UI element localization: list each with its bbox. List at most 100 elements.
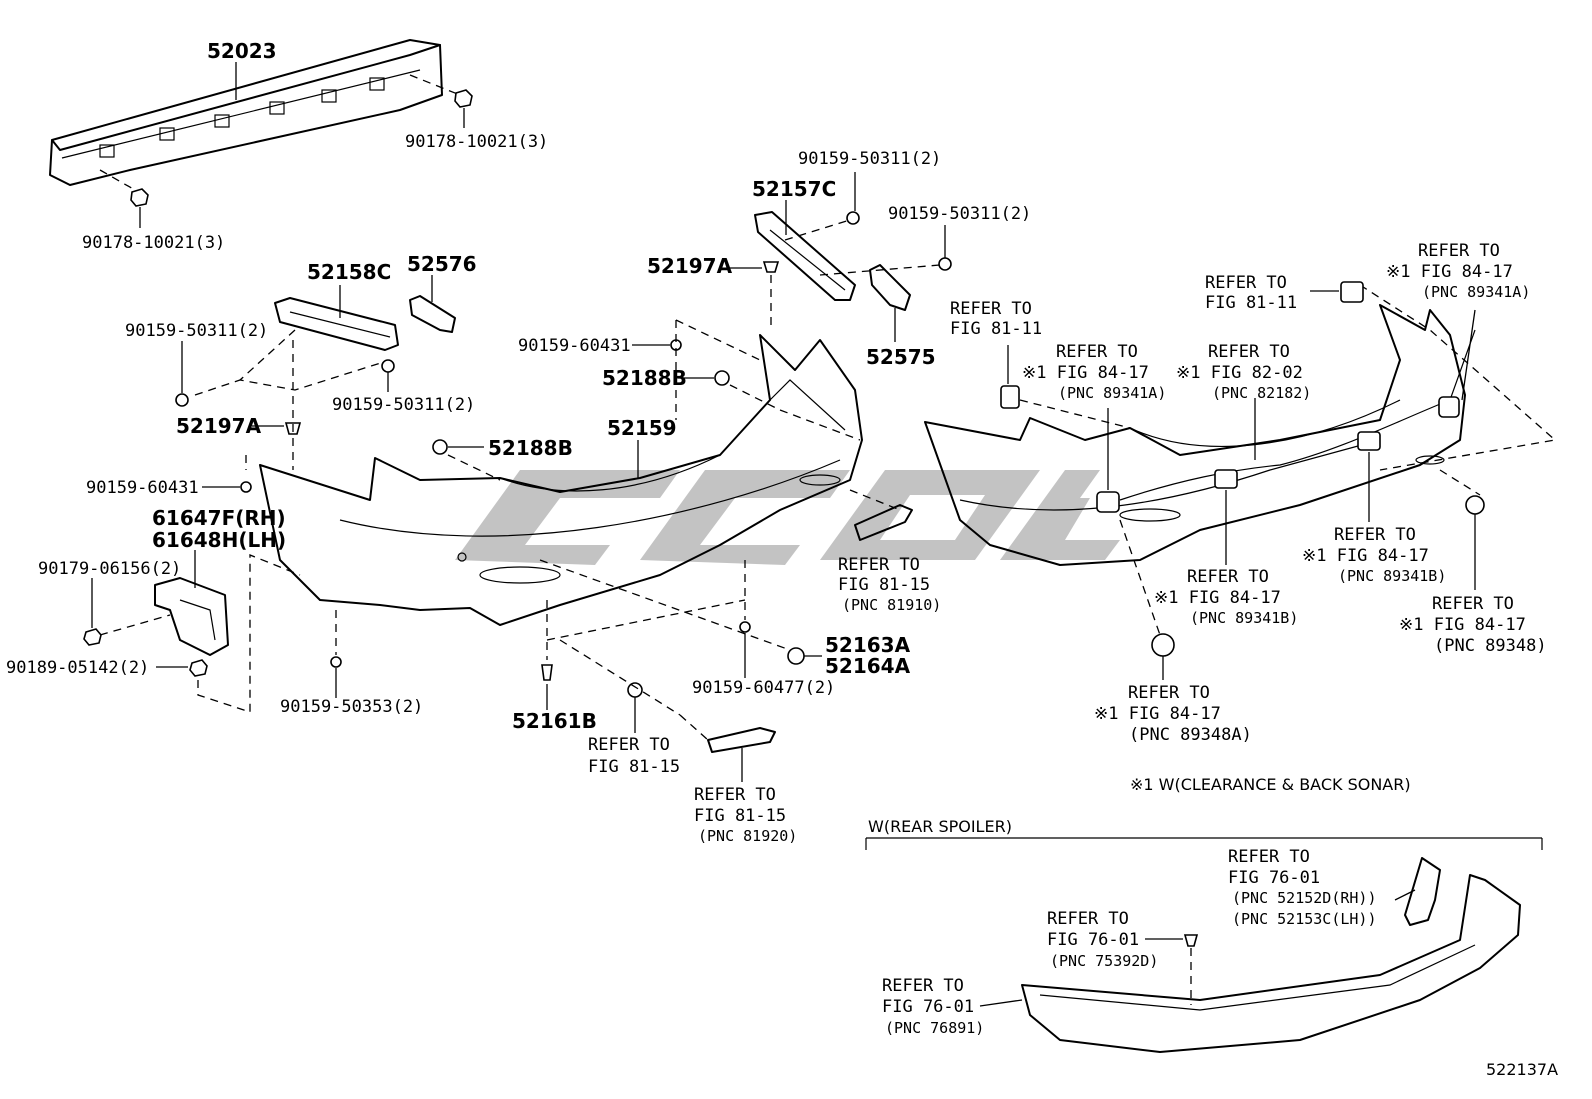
clip-52188b-a-icon[interactable] <box>714 370 730 386</box>
ref-retainer-89348a-3: (PNC 89348A) <box>1129 725 1252 745</box>
label-52023: 52023 <box>207 39 277 63</box>
ref-sonar-fig8111-a-1: REFER TO <box>950 299 1032 319</box>
label-60431-b: 90159-60431 <box>86 478 199 498</box>
ref-sensor-341a-left-3: (PNC 89341A) <box>1058 384 1166 402</box>
label-52163a: 52163A <box>825 633 911 657</box>
reference-labels: REFER TO FIG 81-15 (PNC 81910) REFER TO … <box>588 241 1547 1037</box>
sonar-clip-fig8111-icon[interactable] <box>1000 385 1020 409</box>
screw-left-a-icon[interactable] <box>175 393 189 407</box>
screw-50353-icon[interactable] <box>330 656 342 668</box>
label-52575: 52575 <box>866 345 936 369</box>
ref-retainer-89348-3: (PNC 89348) <box>1434 636 1547 656</box>
ref-spoiler-1: REFER TO <box>882 976 964 996</box>
ref-retainer-89348-1: REFER TO <box>1432 594 1514 614</box>
sensor-341b-mid-icon[interactable] <box>1214 469 1238 489</box>
label-nut-upper-right: 90178-10021(3) <box>405 132 548 152</box>
label-06156: 90179-06156(2) <box>38 559 181 579</box>
reflector-left-drawing[interactable] <box>707 727 776 753</box>
ref-sensor-341b-mid-1: REFER TO <box>1187 567 1269 587</box>
ref-wire-82182-1: REFER TO <box>1208 342 1290 362</box>
spoiler-bracket-drawing[interactable] <box>1404 857 1441 926</box>
screw-top-a-icon[interactable] <box>846 211 860 225</box>
ref-sensor-341b-right-3: (PNC 89341B) <box>1338 567 1446 585</box>
support-52576-drawing[interactable] <box>409 295 456 333</box>
part-number-labels: 52023 90178-10021(3) 90178-10021(3) 5215… <box>6 39 1031 733</box>
ref-reflector-l-3: (PNC 81920) <box>698 827 797 845</box>
label-52158c: 52158C <box>307 260 391 284</box>
label-screw-left-b: 90159-50311(2) <box>332 395 475 415</box>
ref-sensor-341b-mid-3: (PNC 89341B) <box>1190 609 1298 627</box>
retainer-89348-icon[interactable] <box>1465 495 1485 515</box>
nut-05142-icon[interactable] <box>189 659 208 677</box>
spoiler-clip-icon[interactable] <box>1183 934 1199 947</box>
watermark-logo <box>455 470 1120 565</box>
screw-60431-b-icon[interactable] <box>240 481 252 493</box>
label-52157c: 52157C <box>752 177 836 201</box>
ref-lamp-l-2: FIG 81-15 <box>588 757 680 777</box>
ref-retainer-89348-2: ※1 FIG 84-17 <box>1399 615 1526 635</box>
label-52576: 52576 <box>407 252 477 276</box>
ref-reflector-r-2: FIG 81-15 <box>838 575 930 595</box>
ref-spoiler-clip-2: FIG 76-01 <box>1047 930 1139 950</box>
label-52197a-lower: 52197A <box>176 414 262 438</box>
label-screw-top-a: 90159-50311(2) <box>798 149 941 169</box>
label-52159: 52159 <box>607 416 677 440</box>
label-50353: 90159-50353(2) <box>280 697 423 717</box>
clip-52161b-icon[interactable] <box>541 664 553 681</box>
label-61648h: 61648H(LH) <box>152 528 286 552</box>
lamp-left-icon[interactable] <box>627 682 643 698</box>
label-52161b: 52161B <box>512 709 597 733</box>
label-60431-a: 90159-60431 <box>518 336 631 356</box>
label-52188b-b: 52188B <box>488 436 573 460</box>
retainer-52158c-drawing[interactable] <box>274 297 399 351</box>
ref-sonar-fig8111-b-1: REFER TO <box>1205 273 1287 293</box>
reinforcement-beam-drawing[interactable] <box>49 39 443 186</box>
ref-wire-82182-3: (PNC 82182) <box>1212 384 1311 402</box>
ref-retainer-89348a-1: REFER TO <box>1128 683 1210 703</box>
bracket-61647f-drawing[interactable] <box>154 577 229 656</box>
sensor-341b-right-icon[interactable] <box>1357 431 1381 451</box>
sensor-341a-left-icon[interactable] <box>1096 491 1120 513</box>
ref-lamp-l-1: REFER TO <box>588 735 670 755</box>
clip-52188b-b-icon[interactable] <box>432 439 448 455</box>
spacer-52575-drawing[interactable] <box>869 264 911 311</box>
nut-upper-icon[interactable] <box>454 89 473 108</box>
screw-top-b-icon[interactable] <box>938 257 952 271</box>
label-screw-left-a: 90159-50311(2) <box>125 321 268 341</box>
label-52197a-upper: 52197A <box>647 254 733 278</box>
label-nut-lower-left: 90178-10021(3) <box>82 233 225 253</box>
rear-spoiler-drawing[interactable] <box>1021 874 1521 1053</box>
ref-spoiler-bracket-4: (PNC 52153C(LH)) <box>1232 910 1377 928</box>
figure-id: 522137A <box>1486 1060 1558 1079</box>
sensor-341a-right-icon[interactable] <box>1438 396 1460 418</box>
screw-60477-icon[interactable] <box>739 621 751 633</box>
ref-spoiler-bracket-3: (PNC 52152D(RH)) <box>1232 889 1377 907</box>
label-52188b-a: 52188B <box>602 366 687 390</box>
cap-52163a-icon[interactable] <box>787 647 805 665</box>
ref-spoiler-bracket-1: REFER TO <box>1228 847 1310 867</box>
clip-upper-icon[interactable] <box>762 261 780 273</box>
ref-sensor-341b-right-1: REFER TO <box>1334 525 1416 545</box>
reflector-right-drawing[interactable] <box>854 504 913 541</box>
label-61647f: 61647F(RH) <box>152 506 286 530</box>
label-52164a: 52164A <box>825 654 911 678</box>
retainer-52157c-drawing[interactable] <box>754 211 856 301</box>
screw-left-b-icon[interactable] <box>381 359 395 373</box>
notes: ※1 W(CLEARANCE & BACK SONAR) W(REAR SPOI… <box>868 775 1558 1079</box>
ref-reflector-l-2: FIG 81-15 <box>694 806 786 826</box>
ref-sensor-341b-right-2: ※1 FIG 84-17 <box>1302 546 1429 566</box>
ref-spoiler-2: FIG 76-01 <box>882 997 974 1017</box>
ref-sensor-341a-left-1: REFER TO <box>1056 342 1138 362</box>
bolt-06156-icon[interactable] <box>83 628 102 646</box>
bumper-cover-52159-drawing[interactable] <box>259 334 863 626</box>
label-screw-top-b: 90159-50311(2) <box>888 204 1031 224</box>
ref-spoiler-clip-1: REFER TO <box>1047 909 1129 929</box>
ref-reflector-r-3: (PNC 81910) <box>842 596 941 614</box>
ref-spoiler-clip-3: (PNC 75392D) <box>1050 952 1158 970</box>
ref-sensor-341a-left-2: ※1 FIG 84-17 <box>1022 363 1149 383</box>
sonar-clip-top-icon[interactable] <box>1340 281 1364 303</box>
retainer-89348a-icon[interactable] <box>1151 633 1175 657</box>
nut-lower-icon[interactable] <box>130 188 149 207</box>
ref-reflector-r-1: REFER TO <box>838 555 920 575</box>
